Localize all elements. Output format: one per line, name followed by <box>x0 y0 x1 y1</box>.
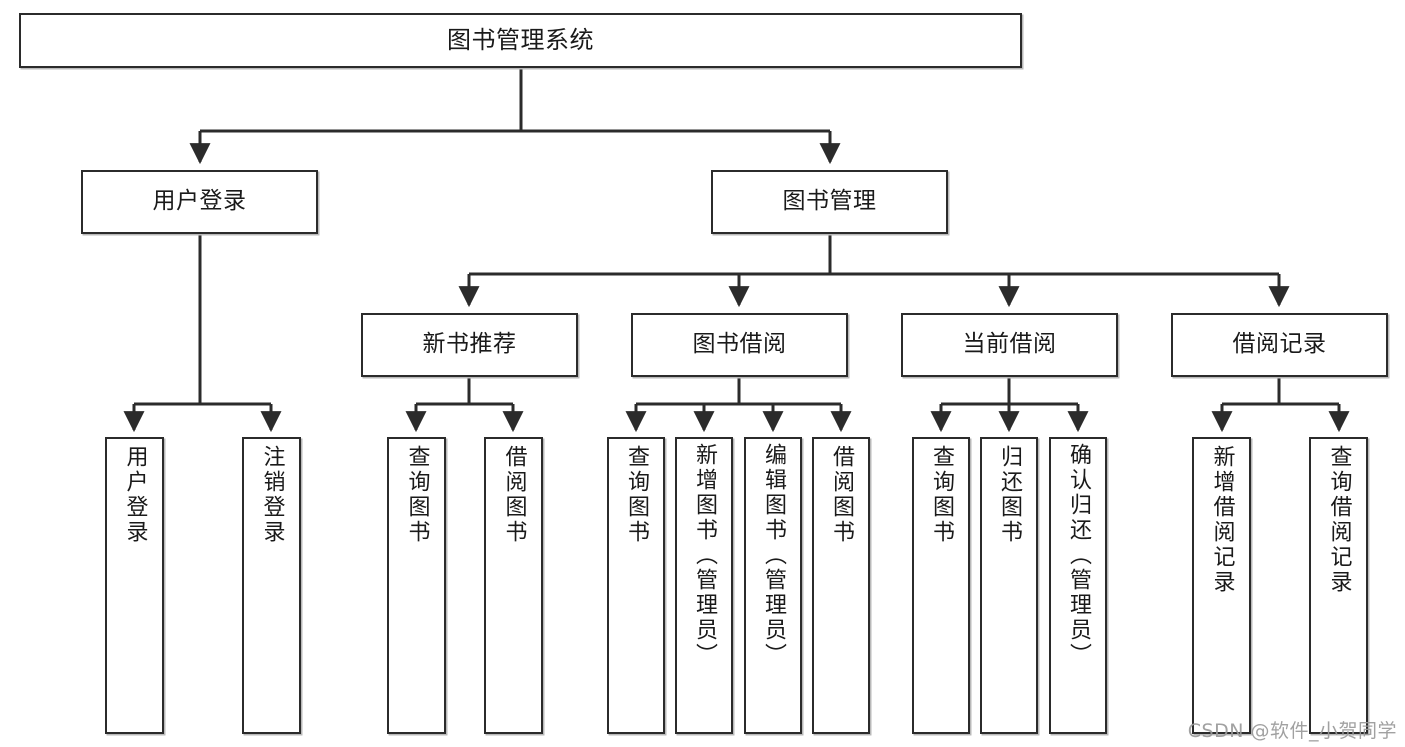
node-new-book-recommendation[interactable]: 新书推荐 <box>361 313 578 377</box>
node-label: 借阅图书 <box>501 445 527 545</box>
leaf-logout[interactable]: 注销登录 <box>242 437 301 734</box>
node-book-management-system[interactable]: 图书管理系统 <box>19 13 1022 68</box>
node-label: 查询图书 <box>404 445 430 545</box>
node-current-borrowing[interactable]: 当前借阅 <box>901 313 1118 377</box>
leaf-return-books[interactable]: 归还图书 <box>980 437 1038 734</box>
leaf-add-book-admin[interactable]: 新增图书（管理员） <box>675 437 733 734</box>
node-label: 查询借阅记录 <box>1326 445 1352 595</box>
node-label: 借阅记录 <box>1232 331 1327 358</box>
leaf-query-books-borrow[interactable]: 查询图书 <box>607 437 665 734</box>
leaf-borrow-books[interactable]: 借阅图书 <box>812 437 870 734</box>
node-label: 新增借阅记录 <box>1209 445 1235 595</box>
node-label: 查询图书 <box>624 445 649 545</box>
leaf-borrow-books-recommend[interactable]: 借阅图书 <box>484 437 543 734</box>
leaf-query-books-current[interactable]: 查询图书 <box>912 437 970 734</box>
leaf-add-borrow-record[interactable]: 新增借阅记录 <box>1192 437 1251 734</box>
node-user-login[interactable]: 用户登录 <box>81 170 318 234</box>
node-label: 借阅图书 <box>829 445 854 545</box>
node-label: 查询图书 <box>929 445 954 545</box>
node-book-management[interactable]: 图书管理 <box>711 170 948 234</box>
node-label: 图书管理 <box>782 188 877 215</box>
node-label: 用户登录 <box>152 188 247 215</box>
node-label: 用户登录 <box>122 445 148 545</box>
node-label: 归还图书 <box>997 445 1022 545</box>
node-label: 当前借阅 <box>962 331 1057 358</box>
node-borrowing-record[interactable]: 借阅记录 <box>1171 313 1388 377</box>
node-label: 图书管理系统 <box>447 26 594 55</box>
leaf-confirm-return-admin[interactable]: 确认归还（管理员） <box>1049 437 1107 734</box>
csdn-watermark: CSDN @软件_小贺同学 <box>1187 720 1397 742</box>
leaf-user-login[interactable]: 用户登录 <box>105 437 164 734</box>
node-label: 注销登录 <box>259 445 285 545</box>
node-label: 新书推荐 <box>422 331 517 358</box>
leaf-query-books-recommend[interactable]: 查询图书 <box>387 437 446 734</box>
leaf-query-borrow-record[interactable]: 查询借阅记录 <box>1309 437 1368 734</box>
node-label: 图书借阅 <box>692 331 787 358</box>
node-label: 确认归还（管理员） <box>1066 443 1091 668</box>
node-book-borrowing[interactable]: 图书借阅 <box>631 313 848 377</box>
node-label: 新增图书（管理员） <box>692 443 717 668</box>
node-label: 编辑图书（管理员） <box>761 443 786 668</box>
leaf-edit-book-admin[interactable]: 编辑图书（管理员） <box>744 437 802 734</box>
